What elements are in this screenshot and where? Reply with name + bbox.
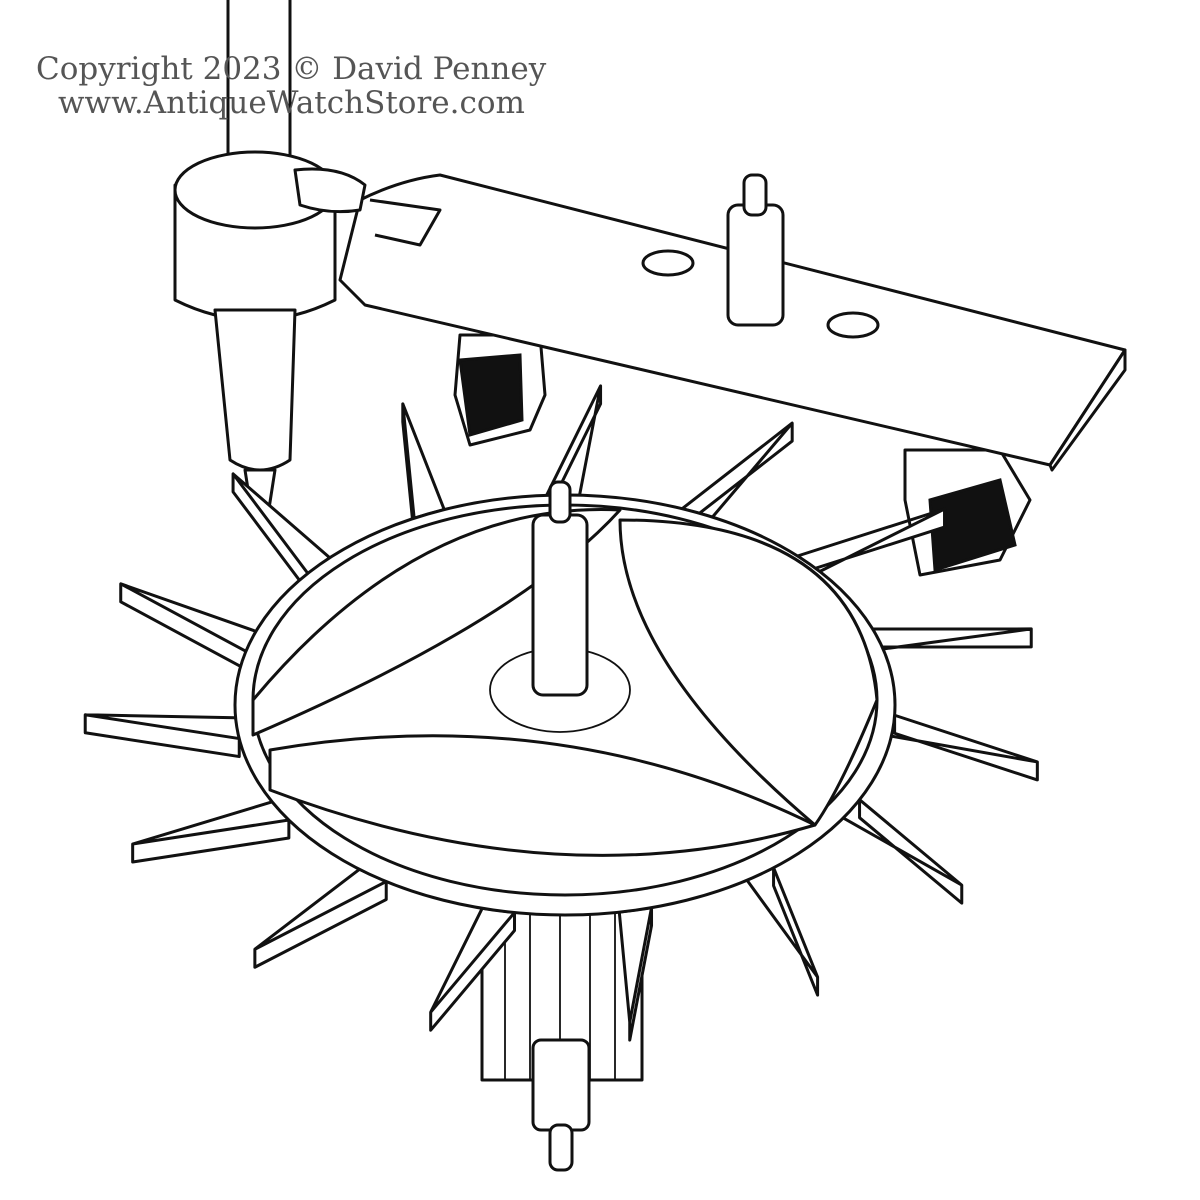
website-text: www.AntiqueWatchStore.com: [58, 85, 525, 121]
escape-wheel-tooth: [83, 713, 241, 759]
copyright-text: Copyright 2023 © David Penney: [36, 51, 547, 87]
escape-wheel-tooth: [680, 421, 794, 529]
escape-wheel-tooth: [131, 800, 291, 864]
pallet-jewels: [453, 333, 1032, 577]
escape-wheel-tooth: [871, 627, 1033, 651]
escape-wheel-tooth: [841, 798, 964, 905]
escape-wheel-tooth: [119, 582, 258, 671]
escape-wheel-tooth: [889, 713, 1039, 782]
pallet-lever: [338, 173, 1127, 472]
escape-wheel: [233, 480, 897, 917]
escape-wheel-tooth: [745, 866, 820, 997]
escape-wheel-tooth: [253, 867, 388, 969]
balance-staff: [173, 0, 367, 522]
